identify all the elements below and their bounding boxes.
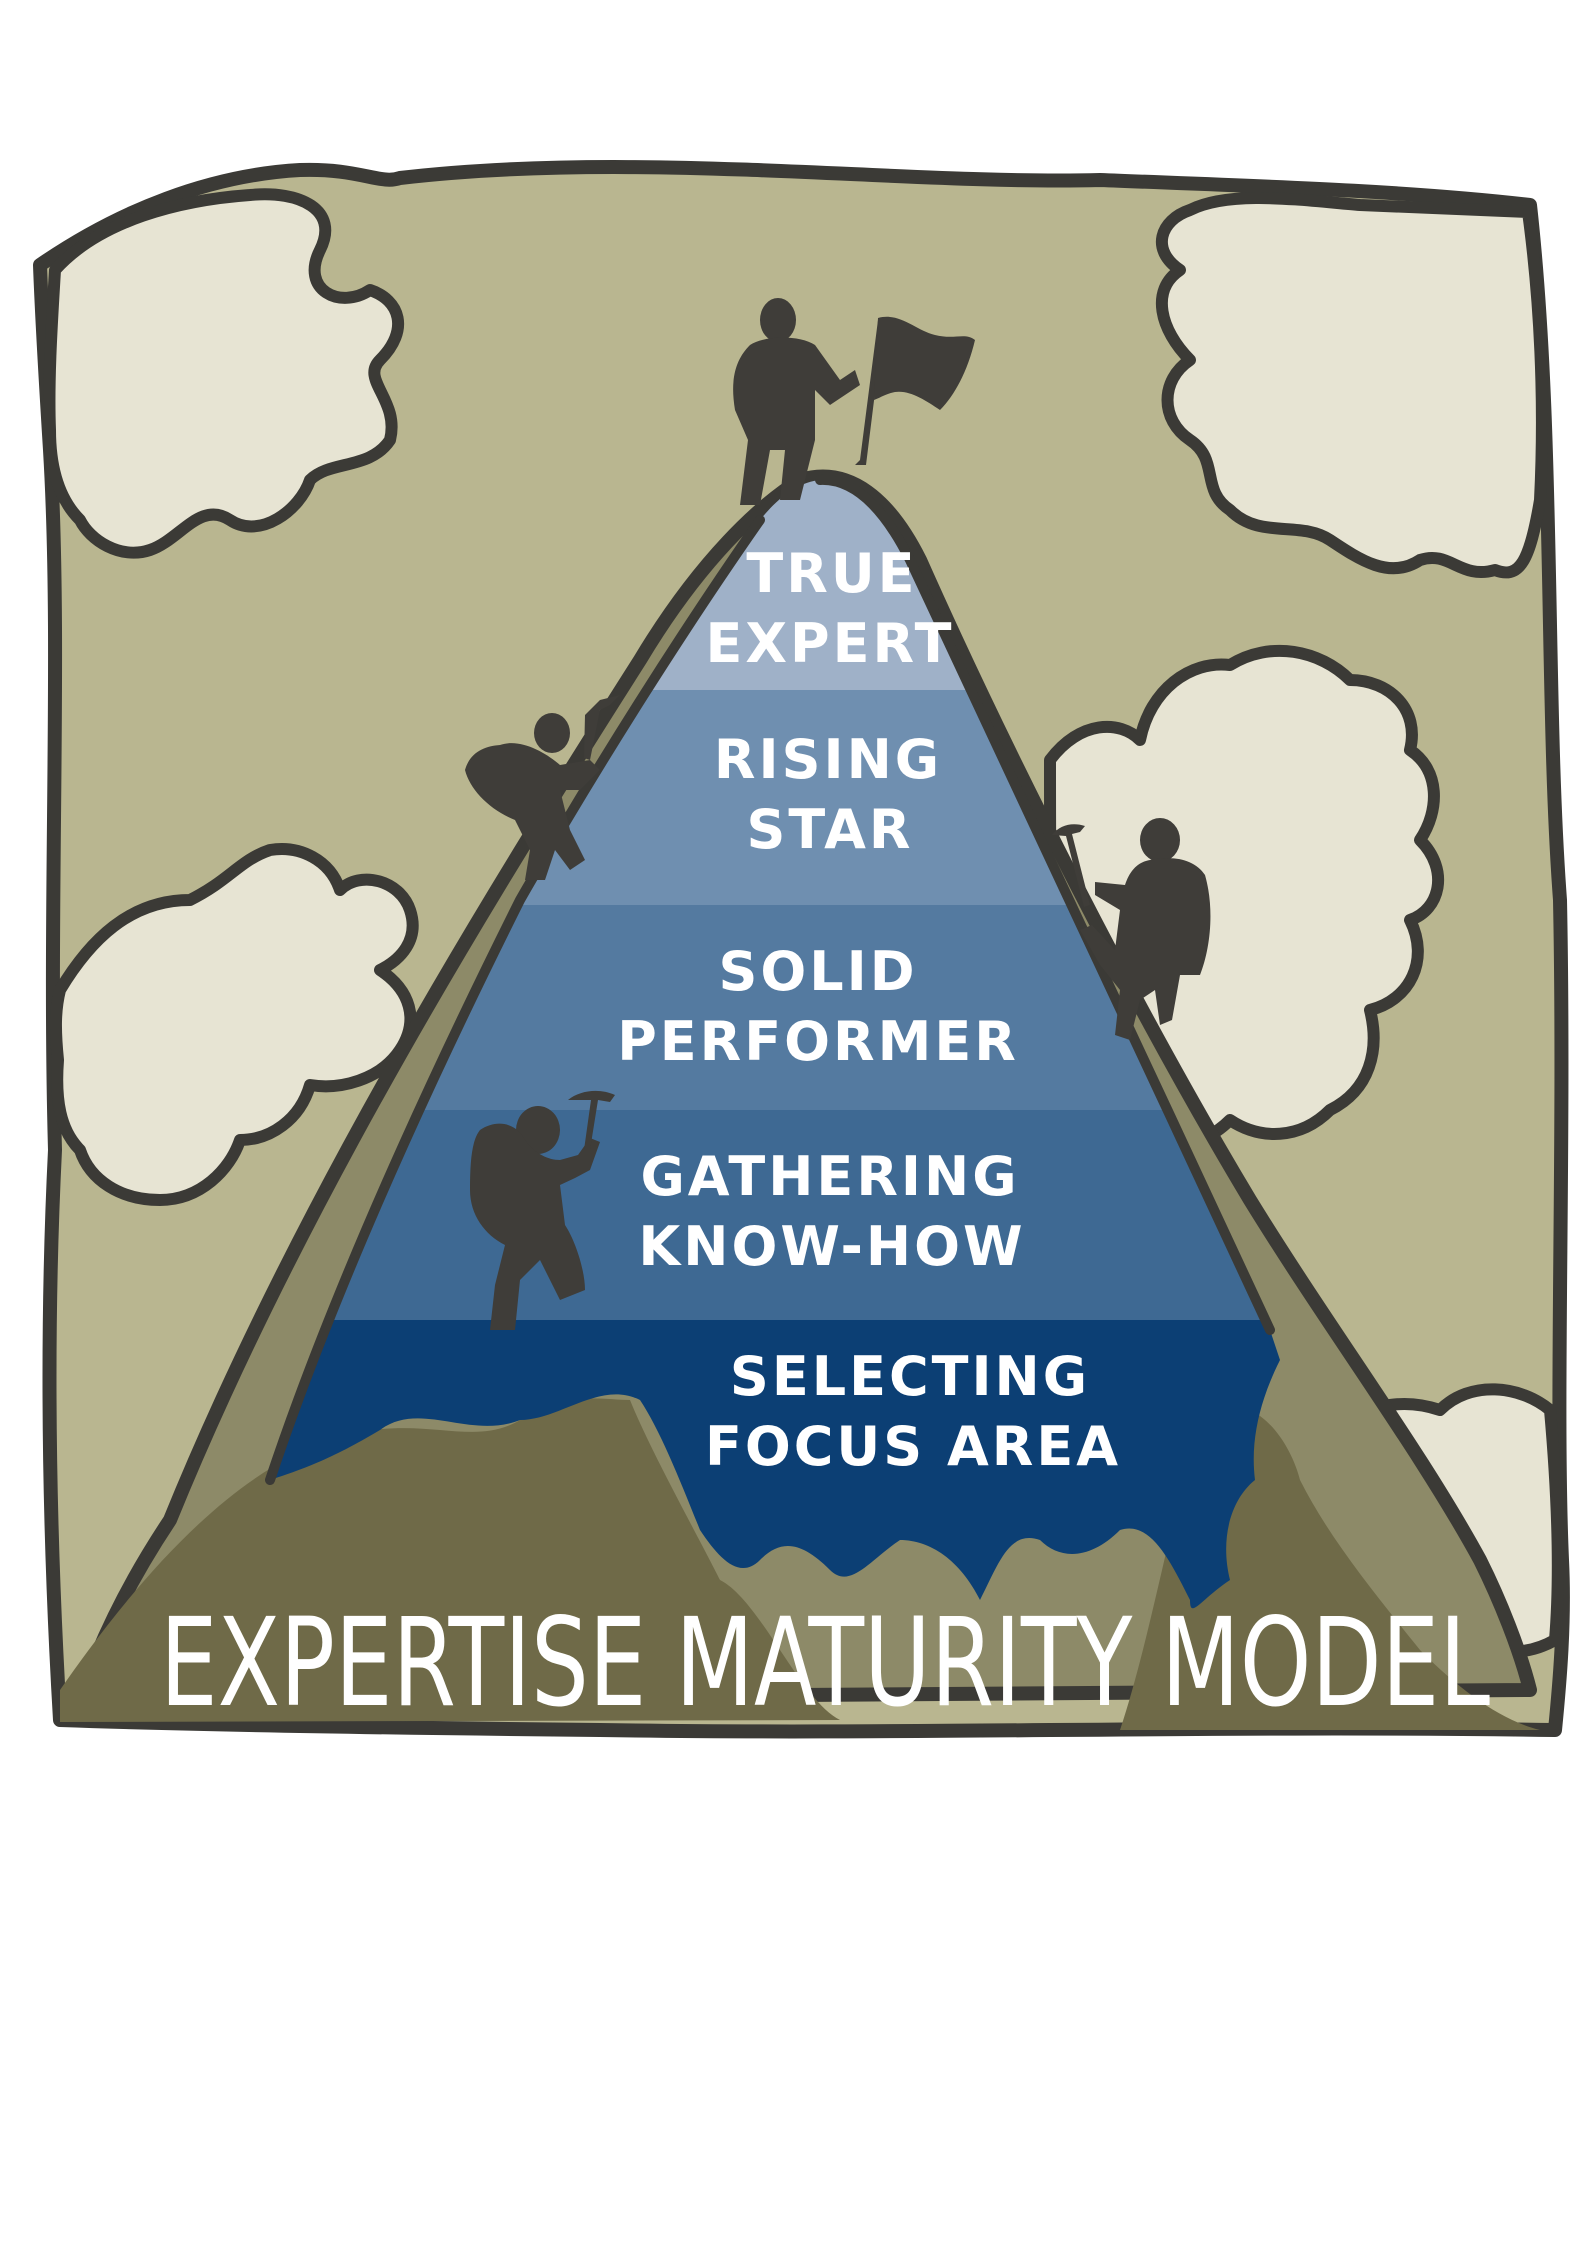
cloud-top-left	[43, 188, 404, 559]
pyramid-outline	[265, 515, 765, 1485]
cloud-top-right	[1155, 192, 1548, 579]
tier-label-rising-star-line2: STAR	[747, 798, 914, 861]
climber-right-icon	[1052, 818, 1211, 1040]
tier-band-gathering-know-how	[270, 1110, 1280, 1320]
pyramid-outline-right	[815, 474, 1275, 1335]
climber-with-ice-axe-icon	[470, 1090, 615, 1330]
mountain-ground	[60, 1398, 840, 1722]
tier-label-gathering-know-how-line2: KNOW-HOW	[638, 1215, 1025, 1278]
tier-label-true-expert-line2: EXPERT	[706, 612, 955, 675]
climber-with-flag-icon	[733, 298, 975, 505]
tier-label-solid-performer-line1: SOLID	[718, 940, 917, 1003]
tier-label-rising-star-line1: RISING	[714, 728, 942, 791]
tier-label-true-expert-line1: TRUE	[746, 542, 917, 605]
diagram-title: EXPERTISE MATURITY MODEL	[160, 1592, 1490, 1734]
flag-icon	[874, 316, 975, 410]
tier-label-selecting-focus-area-line1: SELECTING	[730, 1345, 1090, 1408]
tier-label-solid-performer-line2: PERFORMER	[617, 1010, 1019, 1073]
tier-label-selecting-focus-area-line2: FOCUS AREA	[705, 1415, 1121, 1478]
climber-upper-left-icon	[465, 695, 620, 880]
tier-label-gathering-know-how-line1: GATHERING	[640, 1145, 1019, 1208]
